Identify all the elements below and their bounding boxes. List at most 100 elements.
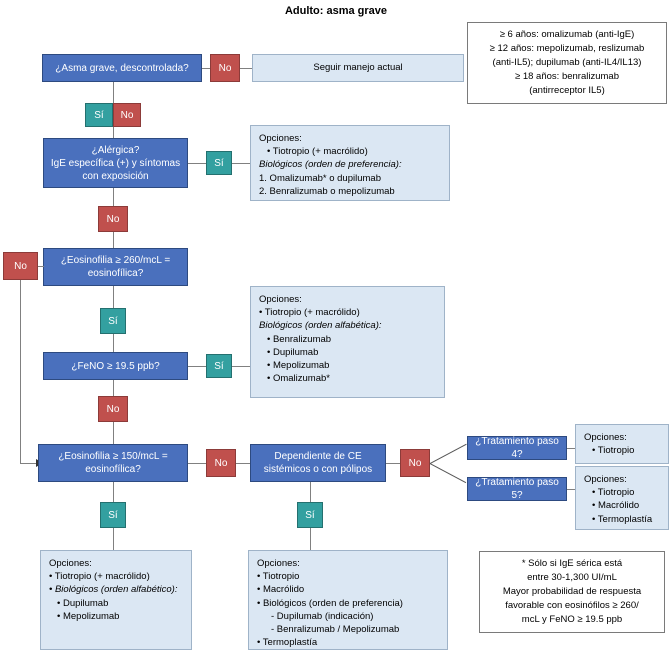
outcome-seguir-manejo: Seguir manejo actual — [252, 54, 464, 82]
options-paso5-header: Opciones: — [584, 474, 627, 485]
options-feno-subheader: Biológicos (orden alfabética): — [259, 320, 382, 332]
decision-ce-line-2: sistémicos o con pólipos — [263, 464, 373, 475]
decision-alergica-line-1: ¿Alérgica? — [91, 144, 140, 156]
bottom-note-line-3: Mayor probabilidad de respuesta — [502, 586, 642, 597]
options-paso4: Opciones: • Tiotropio — [575, 424, 669, 464]
bottom-reference-note: * Sólo si IgE sérica está entre 30-1,300… — [479, 551, 665, 633]
options-alergica-item-1: 1. Omalizumab* o dupilumab — [259, 172, 381, 184]
bottom-note-line-1: * Sólo si IgE sérica está — [521, 558, 623, 569]
decision-eos260-line-1: ¿Eosinofilia ≥ 260/mcL = — [60, 255, 171, 266]
bottom-note-line-4: favorable con eosinófilos ≥ 260/ — [505, 600, 639, 611]
page-title: Adulto: asma grave — [284, 5, 388, 17]
decision-eos260-line-2: eosinofílica? — [87, 268, 144, 279]
options-feno-item: • Mepolizumab — [267, 360, 330, 372]
chip-si-eos150: Sí — [100, 502, 126, 528]
connector-si-to-options-feno — [232, 366, 250, 367]
chip-no-alergica: No — [98, 206, 128, 232]
options-paso4-header: Opciones: — [584, 432, 627, 443]
options-feno-bullet-1: • Tiotropio (+ macrólido) — [259, 307, 360, 319]
connector-left-no-right — [20, 463, 38, 464]
options-alergica: Opciones: • Tiotropio (+ macrólido) Biol… — [250, 125, 450, 201]
options-paso5-item: • Tiotropio — [592, 487, 635, 499]
options-ce-item: • Biológicos (orden de preferencia) — [257, 597, 403, 609]
decision-alergica[interactable]: ¿Alérgica? IgE específica (+) y síntomas… — [43, 138, 188, 188]
chip-si-feno: Sí — [206, 354, 232, 378]
connector-paso4-to-options — [567, 448, 575, 449]
options-eos150-subheader: • Biológicos (orden alfabético): — [49, 584, 178, 596]
options-ce-last-item: • Termoplastía — [257, 637, 318, 649]
chip-si-eos260: Sí — [100, 308, 126, 334]
connector-feno-down — [113, 380, 114, 396]
top-note-line-5: (antirreceptor IL5) — [529, 85, 605, 96]
options-ce: Opciones: • Tiotropio • Macrólido • Biol… — [248, 550, 448, 650]
options-ce-subitem: - Dupilumab (indicación) — [271, 610, 374, 622]
connector-paso5-to-options — [567, 489, 575, 490]
connector-eos150-down — [113, 482, 114, 502]
options-alergica-bullet-1: • Tiotropio (+ macrólido) — [267, 146, 368, 158]
connector-eos260-down — [113, 286, 114, 308]
decision-eos150-line-2: eosinofílica? — [85, 464, 141, 475]
chip-si-alergica: Sí — [206, 151, 232, 175]
connector-asma-down — [113, 82, 114, 103]
bottom-note-line-5: mcL y FeNO ≥ 19.5 ppb — [521, 614, 623, 625]
chip-no-eos150: No — [206, 449, 236, 477]
connector-alergica-to-si — [188, 163, 206, 164]
chip-no-asma: No — [210, 54, 240, 82]
chip-si-ce: Sí — [297, 502, 323, 528]
options-paso5-item: • Termoplastía — [592, 513, 653, 525]
chip-si-asma: Sí — [85, 103, 113, 127]
chip-no-ce: No — [400, 449, 430, 477]
connector-eos150-to-no — [188, 463, 206, 464]
connector-eos260-to-left-no — [38, 266, 44, 267]
decision-tratamiento-paso-4[interactable]: ¿Tratamiento paso 4? — [467, 436, 567, 460]
top-note-line-2: ≥ 12 años: mepolizumab, reslizumab — [489, 43, 645, 54]
decision-alergica-line-2: IgE específica (+) y síntomas — [50, 157, 181, 169]
decision-alergica-line-3: con exposición — [82, 170, 149, 182]
connector-ce-to-no — [386, 463, 400, 464]
top-reference-note: ≥ 6 años: omalizumab (anti-IgE) ≥ 12 año… — [467, 22, 667, 104]
top-note-line-4: ≥ 18 años: benralizumab — [515, 71, 619, 82]
connector-feno-to-si — [188, 366, 206, 367]
options-alergica-subheader: Biológicos (orden de preferencia): — [259, 159, 402, 171]
options-eos150-item: • Dupilumab — [57, 597, 109, 609]
options-feno-item: • Dupilumab — [267, 346, 319, 358]
connector-si-to-options-ce — [310, 528, 311, 550]
chip-no-eos260-left: No — [3, 252, 38, 280]
chip-no-feno: No — [98, 396, 128, 422]
connector-si-to-options-eos150 — [113, 528, 114, 550]
options-ce-item: • Tiotropio — [257, 571, 300, 583]
options-feno-list: • Benralizumab • Dupilumab • Mepolizumab… — [259, 333, 436, 386]
options-paso5: Opciones: • Tiotropio • Macrólido • Term… — [575, 466, 669, 530]
top-note-line-3: (anti-IL5); dupilumab (anti-IL4/IL13) — [492, 57, 642, 68]
options-feno-item: • Omalizumab* — [267, 373, 330, 385]
decision-asma-grave[interactable]: ¿Asma grave, descontrolada? — [42, 54, 202, 82]
decision-tratamiento-paso-5[interactable]: ¿Tratamiento paso 5? — [467, 477, 567, 501]
decision-feno[interactable]: ¿FeNO ≥ 19.5 ppb? — [43, 352, 188, 380]
bottom-note-line-2: entre 30-1,300 UI/mL — [527, 572, 617, 583]
connector-chips-to-alergica — [113, 127, 114, 138]
decision-eosinofilia-150[interactable]: ¿Eosinofilia ≥ 150/mcL = eosinofílica? — [38, 444, 188, 482]
connector-no-to-ce — [236, 463, 250, 464]
options-ce-subitem: - Benralizumab / Mepolizumab — [271, 624, 400, 636]
connector-no-to-paso5 — [429, 463, 467, 484]
decision-eos150-line-1: ¿Eosinofilia ≥ 150/mcL = — [58, 451, 168, 462]
options-paso5-item: • Macrólido — [592, 500, 640, 512]
connector-no-to-eos260 — [113, 232, 114, 248]
connector-ce-down — [310, 482, 311, 502]
options-paso4-item: • Tiotropio — [592, 445, 635, 457]
options-alergica-header: Opciones: — [259, 133, 302, 144]
top-note-line-1: ≥ 6 años: omalizumab (anti-IgE) — [499, 29, 635, 40]
decision-dependiente-ce[interactable]: Dependiente de CE sistémicos o con pólip… — [250, 444, 386, 482]
options-eos150: Opciones: • Tiotropio (+ macrólido) • Bi… — [40, 550, 192, 650]
options-feno: Opciones: • Tiotropio (+ macrólido) Biol… — [250, 286, 445, 398]
connector-asma-to-no — [202, 68, 210, 69]
connector-no-to-seguir — [240, 68, 252, 69]
connector-si-to-feno — [113, 334, 114, 352]
options-eos150-header: Opciones: — [49, 558, 92, 569]
options-feno-header: Opciones: — [259, 294, 302, 305]
decision-ce-line-1: Dependiente de CE — [274, 451, 362, 462]
decision-eosinofilia-260[interactable]: ¿Eosinofilia ≥ 260/mcL = eosinofílica? — [43, 248, 188, 286]
connector-no-to-eos150 — [113, 422, 114, 444]
options-ce-item: • Macrólido — [257, 584, 305, 596]
chip-no-asma-2: No — [113, 103, 141, 127]
